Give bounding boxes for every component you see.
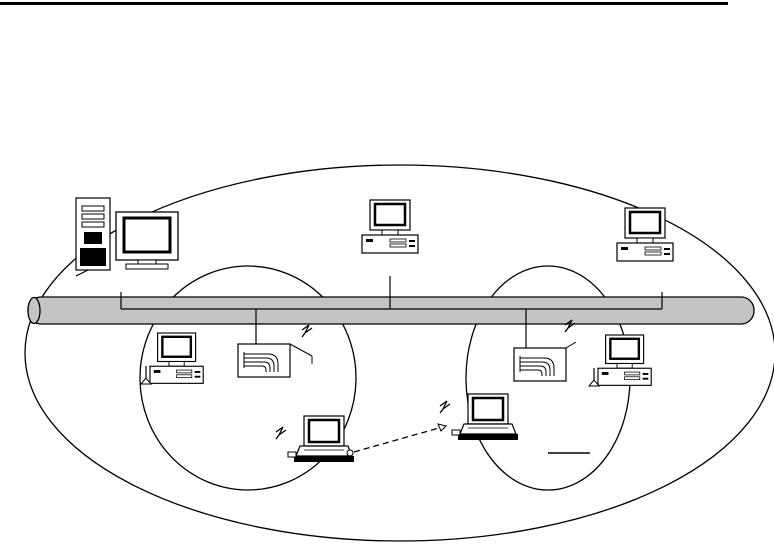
desktop-icon <box>598 335 651 385</box>
wireless-signal-icon <box>302 325 312 337</box>
network-backbone-cable <box>28 297 754 324</box>
desktop-icon <box>362 200 418 253</box>
wireless-signal-icon <box>276 427 286 439</box>
laptop-icon <box>452 394 518 440</box>
desktop-icon <box>617 208 673 261</box>
dashed-link <box>354 426 446 452</box>
desktop-icon <box>150 333 203 383</box>
laptop-icon <box>288 416 354 462</box>
wireless-signal-icon <box>440 401 450 413</box>
access-point-icon <box>514 348 566 381</box>
access-point-icon <box>238 344 290 377</box>
server-icon <box>76 198 178 276</box>
